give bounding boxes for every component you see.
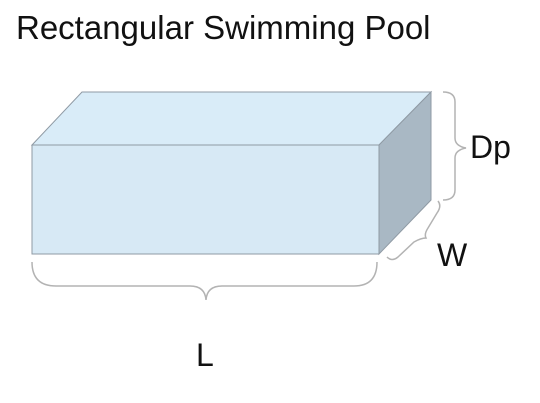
pool-front-face: [31, 144, 380, 255]
page-title: Rectangular Swimming Pool: [16, 9, 431, 46]
width-brace: [386, 200, 441, 261]
length-brace: [31, 261, 378, 301]
pool-top-face: [30, 91, 433, 146]
depth-brace: [442, 91, 467, 201]
length-label: L: [196, 337, 214, 373]
depth-label: Dp: [470, 129, 511, 165]
width-label: W: [437, 237, 468, 273]
